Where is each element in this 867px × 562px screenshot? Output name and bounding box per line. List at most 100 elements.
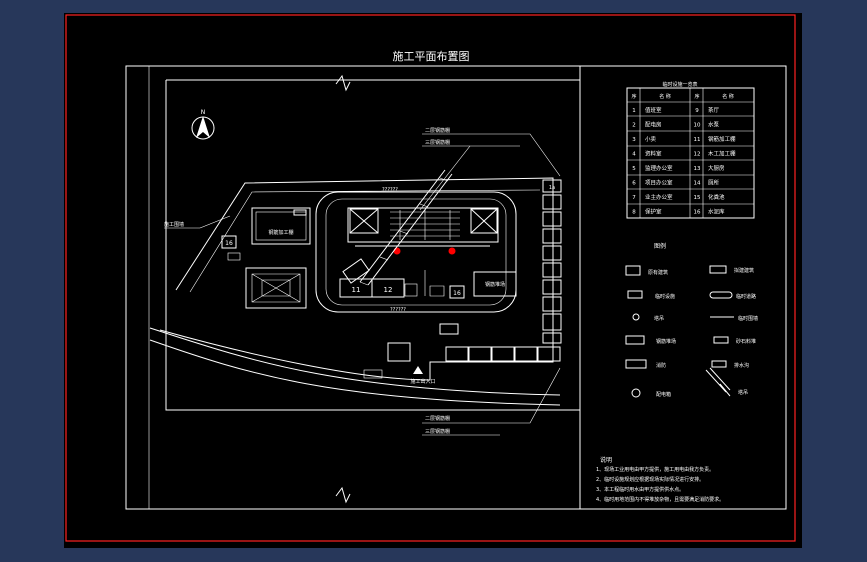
legend-sym-power	[631, 388, 641, 398]
th-1: 序	[631, 93, 636, 100]
legend-table: 临时设施一览表 序 名 称 序 名 称 1 值班室 9 茶厅 2 配电房 10 水泵 3 小卖 11…	[626, 81, 755, 219]
legend-item-10: 配电箱	[656, 391, 671, 398]
legend-table-cell: 钢筋加工棚	[708, 135, 736, 143]
legend-table-cell: 小卖	[645, 135, 657, 143]
sheet-border	[65, 14, 796, 542]
legend-table-rows: 1 值班室 9 茶厅 2 配电房 10 水泵 3 小卖 11 钢筋加工棚 4 资料室 12 木工加工棚 5 监理办…	[632, 106, 736, 216]
num-1a: 1a	[549, 185, 555, 191]
legend-table-cell: 15	[694, 195, 701, 201]
num-16-right-box	[449, 285, 465, 299]
legend-table-cell: 值班室	[645, 106, 662, 114]
left-road-label: 施工围墙	[164, 221, 184, 228]
th-4: 名 称	[722, 93, 734, 100]
legend-table-cell: 化粪池	[708, 193, 725, 201]
legend-title: 图例	[654, 242, 666, 250]
legend-table-cell: 配电房	[645, 121, 662, 129]
notes-line-2: 3、本工程临时用水由甲方提供供水点。	[596, 486, 684, 493]
notes: 说明 1、现场工业用电由甲方提供，施工用电由我方负责。 2、临时设施规划应根据现…	[596, 456, 724, 503]
legend-table-cell: 业主办公室	[645, 193, 673, 201]
legend-table-cell: 10	[694, 123, 701, 129]
ring-road-inner	[325, 198, 507, 306]
legend-table-cell: 资料室	[645, 150, 662, 158]
legend-sym-fire	[625, 359, 647, 369]
entrance-marker-icon	[413, 366, 423, 374]
legend-table-cell: 14	[694, 181, 701, 187]
plot-label: 钢筋堆场	[485, 281, 505, 288]
legend-item-6: 钢筋堆场	[656, 338, 676, 345]
entrance-label: 施工出入口	[410, 378, 435, 385]
legend-item-1: 拟建建筑	[734, 267, 754, 274]
facility-column	[542, 179, 562, 344]
legend-item-0: 原有建筑	[648, 269, 668, 276]
legend-sym-crane-2	[705, 367, 731, 397]
legend-table-cell: 水泵	[708, 121, 720, 129]
callout-bottom-1: 二层钢筋棚	[425, 415, 450, 422]
legend-item-8: 消防	[656, 362, 666, 369]
legend: 图例 原有建筑 拟建建筑 临时设施 临时道路 塔吊 临时围墙 钢筋堆场 砂石料堆…	[625, 242, 758, 398]
ring-road	[315, 191, 517, 313]
legend-table-cell: 16	[694, 210, 701, 216]
legend-table-cell: 9	[695, 108, 699, 114]
tower-crane-icon	[342, 169, 453, 286]
legend-sym-existing	[625, 265, 641, 276]
legend-table-cell: 项目办公室	[645, 179, 673, 187]
road-label-top: ??????	[382, 187, 398, 193]
legend-sym-road	[709, 291, 733, 299]
workshop-12	[371, 278, 405, 298]
legend-sym-rebar	[625, 335, 645, 345]
legend-table-cell: 木工加工棚	[708, 150, 736, 158]
left-small-box	[227, 252, 241, 261]
legend-sym-proposed	[709, 265, 727, 274]
legend-item-7: 砂石料堆	[736, 338, 756, 345]
site-road-inner	[189, 189, 541, 293]
main-frame	[125, 65, 787, 510]
legend-table-cell: 5	[632, 166, 636, 172]
legend-sym-sand	[713, 336, 729, 344]
break-mark-bottom	[335, 486, 351, 504]
legend-sym-drain	[711, 360, 727, 368]
site-road-outer	[159, 177, 554, 381]
legend-item-11: 塔吊	[738, 389, 748, 396]
th-2: 名 称	[659, 93, 671, 100]
rebar-shed-label: 钢筋加工棚	[268, 229, 293, 236]
break-mark-top	[335, 74, 351, 92]
callout-top-2: 三层钢筋棚	[425, 139, 450, 146]
legend-table-cell: 12	[694, 152, 701, 158]
notes-line-0: 1、现场工业用电由甲方提供，施工用电由我方负责。	[596, 466, 714, 473]
legend-table-title: 临时设施一览表	[662, 81, 697, 88]
legend-table-cell: 监理办公室	[645, 164, 673, 172]
legend-item-9: 排水沟	[734, 362, 749, 369]
legend-table-cell: 厕所	[708, 179, 720, 187]
legend-table-cell: 2	[632, 123, 636, 129]
rebar-shed	[251, 207, 311, 245]
num-16-left: 16	[225, 240, 233, 247]
legend-table-cell: 3	[632, 137, 636, 143]
road-curve-2	[149, 339, 561, 406]
num-12: 12	[384, 286, 393, 294]
legend-table-cell: 7	[632, 195, 636, 201]
site-boundary	[165, 79, 581, 411]
main-building	[347, 207, 499, 255]
callout-top-1: 二层钢筋棚	[425, 127, 450, 134]
legend-table-cell: 水泥库	[708, 208, 725, 216]
legend-sym-temp	[627, 290, 643, 299]
legend-table-cell: 1	[632, 108, 636, 114]
legend-table-cell: 6	[632, 181, 636, 187]
th-3: 序	[694, 93, 699, 100]
drawing-title: 施工平面布置图	[393, 50, 470, 63]
num-16-left-box	[221, 235, 237, 249]
existing-building	[245, 267, 307, 309]
road-label-bottom: ??????	[390, 307, 406, 313]
notes-title: 说明	[600, 456, 612, 464]
callout-bottom-2: 三层钢筋棚	[425, 428, 450, 435]
legend-table-cell: 茶厅	[708, 106, 720, 114]
road-curve-1	[149, 327, 561, 396]
notes-line-1: 2、临时设施规划应根据现场实际情况进行安排。	[596, 476, 704, 483]
legend-table-cell: 4	[632, 152, 636, 158]
plot-box	[473, 271, 517, 297]
legend-table-cell: 8	[632, 210, 636, 216]
legend-item-4: 塔吊	[654, 315, 664, 322]
legend-item-2: 临时设施	[655, 293, 675, 300]
legend-table-cell: 11	[694, 137, 701, 143]
